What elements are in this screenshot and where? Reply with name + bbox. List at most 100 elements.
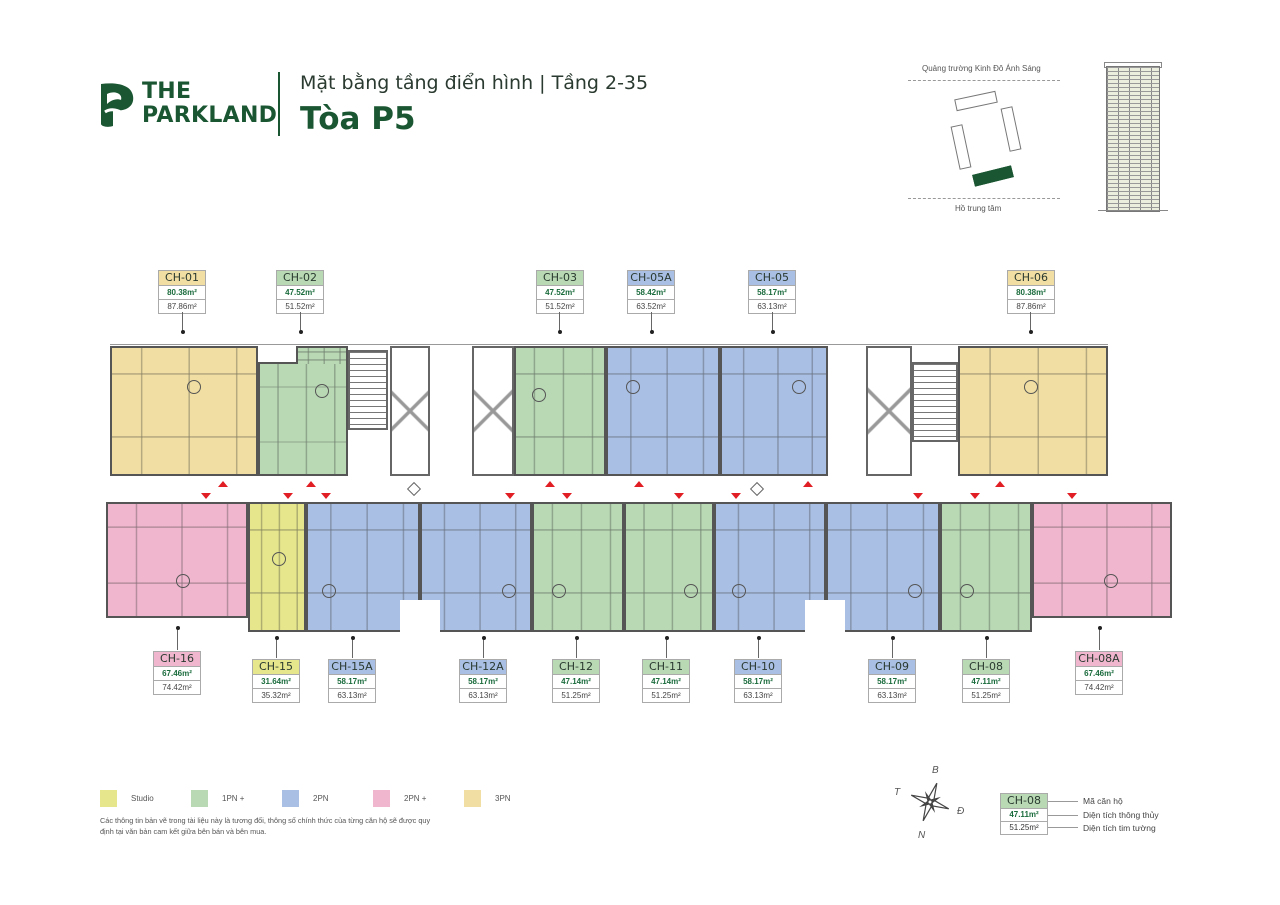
unit-label-ch-16[interactable]: CH-16 67.46m² 74.42m² xyxy=(153,651,201,695)
key-net-desc: Diện tích thông thủy xyxy=(1083,810,1159,820)
unit-ch-08[interactable] xyxy=(940,502,1032,632)
entry-marker xyxy=(321,493,331,499)
unit-ch-06[interactable] xyxy=(958,346,1108,476)
unit-ch-03[interactable] xyxy=(514,346,606,476)
legend-swatch xyxy=(100,790,117,807)
unit-ch-15a[interactable] xyxy=(306,502,420,632)
living-room-marker xyxy=(532,388,546,402)
leader-line xyxy=(984,636,989,658)
unit-label-ch-11[interactable]: CH-11 47.14m² 51.25m² xyxy=(642,659,690,703)
unit-net-area: 58.42m² xyxy=(628,286,674,300)
unit-label-ch-06[interactable]: CH-06 80.38m² 87.86m² xyxy=(1007,270,1055,314)
unit-label-ch-08[interactable]: CH-08 47.11m² 51.25m² xyxy=(962,659,1010,703)
living-room-marker xyxy=(626,380,640,394)
unit-ch-08a[interactable] xyxy=(1032,502,1172,618)
site-building-p4 xyxy=(950,124,972,170)
unit-ch-02[interactable] xyxy=(258,362,348,476)
unit-net-area: 58.17m² xyxy=(329,675,375,689)
recess-east xyxy=(805,600,845,634)
living-room-marker xyxy=(502,584,516,598)
unit-code: CH-05A xyxy=(628,271,674,286)
unit-gross-area: 74.42m² xyxy=(162,683,192,692)
unit-label-ch-05[interactable]: CH-05 58.17m² 63.13m² xyxy=(748,270,796,314)
brand-line-1: THE xyxy=(142,79,192,104)
unit-gross-area: 87.86m² xyxy=(1016,302,1046,311)
entry-marker xyxy=(562,493,572,499)
leader-line xyxy=(350,636,355,658)
label-key-sample: CH-08 47.11m² 51.25m² xyxy=(1000,793,1048,835)
unit-gross-area: 63.13m² xyxy=(877,691,907,700)
unit-ch-05[interactable] xyxy=(720,346,828,476)
unit-label-ch-03[interactable]: CH-03 47.52m² 51.52m² xyxy=(536,270,584,314)
unit-code: CH-12 xyxy=(553,660,599,675)
unit-gross-area: 63.52m² xyxy=(636,302,666,311)
leader-line xyxy=(298,312,303,334)
unit-net-area: 47.11m² xyxy=(963,675,1009,689)
living-room-marker xyxy=(792,380,806,394)
brand-line-2: PARKLAND xyxy=(142,103,278,128)
page-title: Tòa P5 xyxy=(300,101,416,137)
unit-ch-12[interactable] xyxy=(532,502,624,632)
unit-label-ch-05a[interactable]: CH-05A 58.42m² 63.52m² xyxy=(627,270,675,314)
entry-marker xyxy=(201,493,211,499)
unit-label-ch-02[interactable]: CH-02 47.52m² 51.52m² xyxy=(276,270,324,314)
unit-code: CH-08 xyxy=(963,660,1009,675)
unit-label-ch-01[interactable]: CH-01 80.38m² 87.86m² xyxy=(158,270,206,314)
entry-marker xyxy=(545,481,555,487)
compass-south-label: N xyxy=(918,830,926,841)
disclaimer-text: Các thông tin bản vẽ trong tài liệu này … xyxy=(100,816,431,836)
unit-ch-16[interactable] xyxy=(106,502,248,618)
entry-marker xyxy=(283,493,293,499)
unit-label-ch-15[interactable]: CH-15 31.64m² 35.32m² xyxy=(252,659,300,703)
unit-code: CH-08A xyxy=(1076,652,1122,667)
unit-net-area: 47.52m² xyxy=(537,286,583,300)
unit-gross-area: 63.13m² xyxy=(337,691,367,700)
unit-net-area: 58.17m² xyxy=(869,675,915,689)
leader-line xyxy=(649,312,654,334)
living-room-marker xyxy=(732,584,746,598)
leader-line xyxy=(175,626,180,650)
entry-marker xyxy=(803,481,813,487)
unit-ch-11[interactable] xyxy=(624,502,714,632)
unit-net-area: 47.14m² xyxy=(643,675,689,689)
living-room-marker xyxy=(684,584,698,598)
living-room-marker xyxy=(552,584,566,598)
unit-label-ch-08a[interactable]: CH-08A 67.46m² 74.42m² xyxy=(1075,651,1123,695)
legend-item-2pn: 2PN xyxy=(282,790,343,807)
key-gross-area: 51.25m² xyxy=(1009,823,1039,832)
unit-label-ch-15a[interactable]: CH-15A 58.17m² 63.13m² xyxy=(328,659,376,703)
compass-north-label: B xyxy=(932,765,939,776)
site-top-label: Quảng trường Kinh Đô Ánh Sáng xyxy=(922,64,1041,73)
legend-label: 3PN xyxy=(495,794,511,803)
entry-marker xyxy=(306,481,316,487)
unit-gross-area: 51.52m² xyxy=(545,302,575,311)
living-room-marker xyxy=(960,584,974,598)
legend-swatch xyxy=(373,790,390,807)
leader-line xyxy=(557,312,562,334)
unit-gross-area: 51.25m² xyxy=(651,691,681,700)
legend-label: 2PN xyxy=(313,794,329,803)
unit-ch-05a[interactable] xyxy=(606,346,720,476)
entry-marker xyxy=(970,493,980,499)
legend-label: Studio xyxy=(131,794,154,803)
unit-label-ch-09[interactable]: CH-09 58.17m² 63.13m² xyxy=(868,659,916,703)
unit-gross-area: 35.32m² xyxy=(261,691,291,700)
brand-name: THE PARKLAND xyxy=(142,80,277,128)
leader-line xyxy=(1028,312,1033,334)
unit-ch-15[interactable] xyxy=(248,502,306,632)
living-room-marker xyxy=(1104,574,1118,588)
unit-label-ch-12[interactable]: CH-12 47.14m² 51.25m² xyxy=(552,659,600,703)
unit-net-area: 67.46m² xyxy=(1076,667,1122,681)
elevation-ground xyxy=(1098,210,1168,215)
unit-label-ch-12a[interactable]: CH-12A 58.17m² 63.13m² xyxy=(459,659,507,703)
unit-label-ch-10[interactable]: CH-10 58.17m² 63.13m² xyxy=(734,659,782,703)
elevator-core-central xyxy=(472,346,514,476)
elevator-core-west xyxy=(390,346,430,476)
unit-ch-09[interactable] xyxy=(826,502,940,632)
unit-ch-01[interactable] xyxy=(110,346,258,476)
unit-code: CH-02 xyxy=(277,271,323,286)
unit-gross-area: 63.13m² xyxy=(757,302,787,311)
unit-code: CH-11 xyxy=(643,660,689,675)
legend-swatch xyxy=(191,790,208,807)
site-building-p3 xyxy=(1000,106,1022,152)
